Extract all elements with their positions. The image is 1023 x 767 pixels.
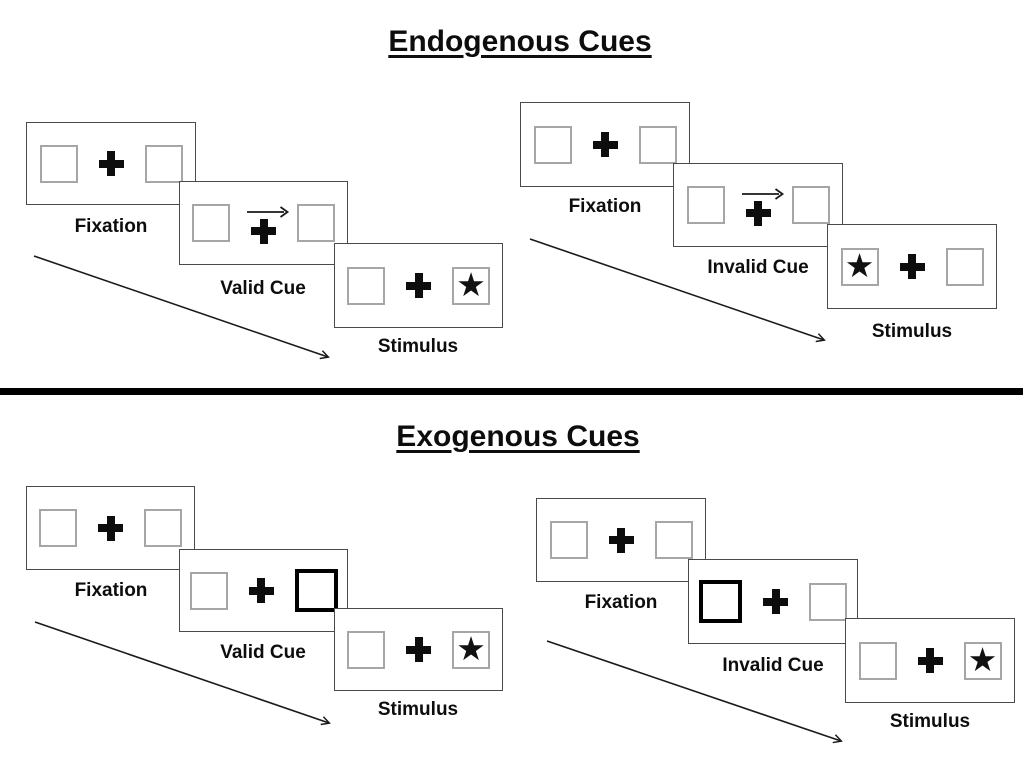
fixation-cross-icon — [98, 151, 124, 176]
panel-label: Invalid Cue — [707, 257, 809, 278]
endo-valid-stimulus-panel: ★ — [334, 243, 503, 328]
exo-invalid-fixation-panel — [536, 498, 706, 582]
left-box — [533, 125, 572, 164]
endo-invalid-stimulus-panel: ★ — [827, 224, 997, 309]
star-icon: ★ — [967, 640, 998, 678]
panel-label: Valid Cue — [220, 278, 306, 299]
left-box — [858, 641, 897, 680]
endo-invalid-cue-panel — [673, 163, 843, 247]
right-box — [638, 125, 677, 164]
fixation-cross-icon — [917, 648, 943, 673]
right-box — [945, 247, 984, 286]
right-box — [791, 186, 830, 224]
left-box — [39, 144, 78, 183]
panel-label: Fixation — [74, 216, 148, 237]
cue-arrow-icon — [741, 187, 784, 200]
exo-invalid-stimulus-panel: ★ — [845, 618, 1015, 703]
panel-label: Stimulus — [377, 336, 459, 357]
left-box — [549, 521, 588, 559]
panel-label: Stimulus — [377, 699, 459, 720]
fixation-cross-icon — [251, 218, 276, 244]
timeline-arrow-icon — [546, 640, 853, 751]
right-box: ★ — [452, 265, 490, 305]
left-box — [39, 509, 77, 547]
endo-valid-cue-panel — [179, 181, 348, 265]
exogenous-section-title: Exogenous Cues — [396, 420, 640, 453]
right-box — [297, 204, 335, 242]
timeline-arrow-icon — [34, 621, 341, 732]
endo-invalid-fixation-panel — [520, 102, 690, 187]
fixation-cross-icon — [899, 254, 925, 279]
timeline-arrow-icon — [33, 255, 340, 366]
exo-valid-cue-panel — [179, 549, 348, 632]
left-box: ★ — [840, 246, 879, 286]
right-box — [809, 582, 847, 621]
left-box — [347, 266, 385, 305]
panel-label: Invalid Cue — [722, 655, 824, 676]
panel-label: Fixation — [74, 580, 148, 601]
right-box — [144, 144, 183, 183]
cued-box — [699, 580, 742, 623]
right-box: ★ — [452, 629, 490, 669]
panel-label: Stimulus — [889, 711, 971, 732]
section-divider — [0, 388, 1023, 395]
timeline-arrow-icon — [529, 238, 836, 349]
exo-valid-stimulus-panel: ★ — [334, 608, 503, 691]
panel-label: Stimulus — [871, 321, 953, 342]
cue-stack — [741, 185, 784, 226]
fixation-cross-icon — [745, 200, 771, 226]
cued-box — [294, 569, 338, 612]
star-icon: ★ — [456, 265, 486, 303]
cue-arrow-icon — [247, 205, 290, 218]
right-box — [144, 509, 182, 547]
cue-stack — [247, 203, 290, 244]
left-box — [686, 186, 725, 224]
right-box — [654, 521, 693, 559]
star-icon: ★ — [844, 246, 875, 284]
left-box — [192, 204, 230, 242]
fixation-cross-icon — [608, 527, 634, 553]
left-box — [347, 630, 385, 669]
fixation-cross-icon — [406, 637, 431, 662]
panel-label: Valid Cue — [220, 642, 306, 663]
panel-label: Fixation — [568, 196, 642, 217]
fixation-cross-icon — [98, 515, 123, 541]
right-box: ★ — [963, 640, 1002, 680]
endo-valid-fixation-panel — [26, 122, 196, 205]
star-icon: ★ — [456, 629, 486, 667]
left-box — [189, 571, 228, 610]
exo-invalid-cue-panel — [688, 559, 858, 644]
endogenous-section-title: Endogenous Cues — [388, 25, 652, 58]
fixation-cross-icon — [592, 132, 618, 157]
fixation-cross-icon — [406, 273, 431, 298]
exo-valid-fixation-panel — [26, 486, 195, 570]
panel-label: Fixation — [584, 592, 658, 613]
fixation-cross-icon — [248, 578, 274, 603]
fixation-cross-icon — [763, 589, 788, 614]
